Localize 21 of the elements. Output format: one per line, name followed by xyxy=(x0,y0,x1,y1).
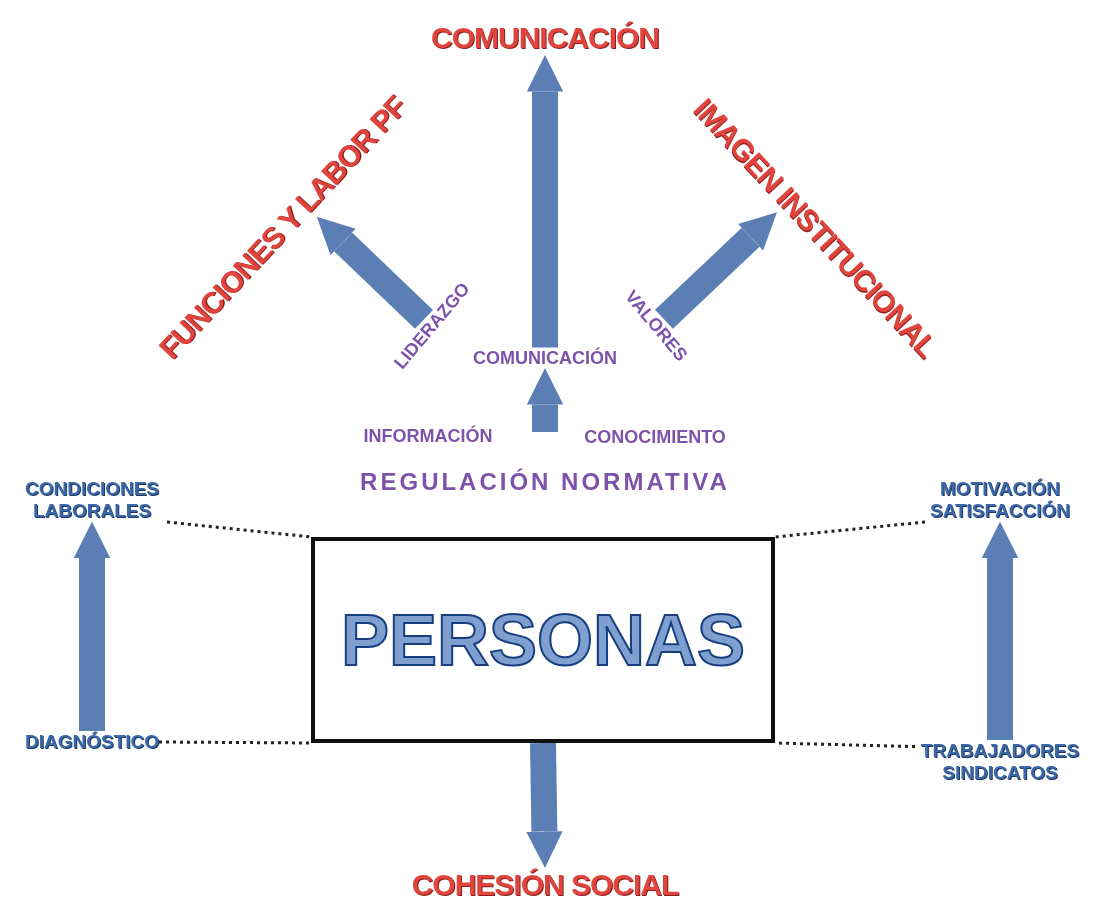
factor-text: CONDICIONES LABORALES xyxy=(17,478,167,522)
central-box: PERSONAS xyxy=(311,537,775,743)
block-arrow xyxy=(526,742,563,868)
block-arrow xyxy=(316,216,433,329)
block-arrow xyxy=(73,521,111,731)
block-arrow xyxy=(526,368,564,432)
concept-text: COMUNICACIÓN xyxy=(473,347,617,369)
concept-text: CONOCIMIENTO xyxy=(584,426,726,448)
block-arrow xyxy=(655,212,778,329)
factor-text: DIAGNÓSTICO xyxy=(24,731,160,753)
heading-text: COMUNICACIÓN xyxy=(431,20,659,56)
dotted-line xyxy=(166,520,312,539)
block-arrow xyxy=(981,521,1019,740)
concept-text: INFORMACIÓN xyxy=(363,425,493,447)
factor-text: TRABAJADORES SINDICATOS xyxy=(915,740,1085,784)
concept-text: REGULACIÓN NORMATIVA xyxy=(360,468,730,496)
block-arrow xyxy=(526,55,564,348)
dotted-line xyxy=(159,740,311,745)
heading-text: COHESIÓN SOCIAL xyxy=(411,867,679,903)
dotted-line xyxy=(774,520,926,539)
factor-text: MOTIVACIÓN SATISFACCIÓN xyxy=(925,478,1075,522)
